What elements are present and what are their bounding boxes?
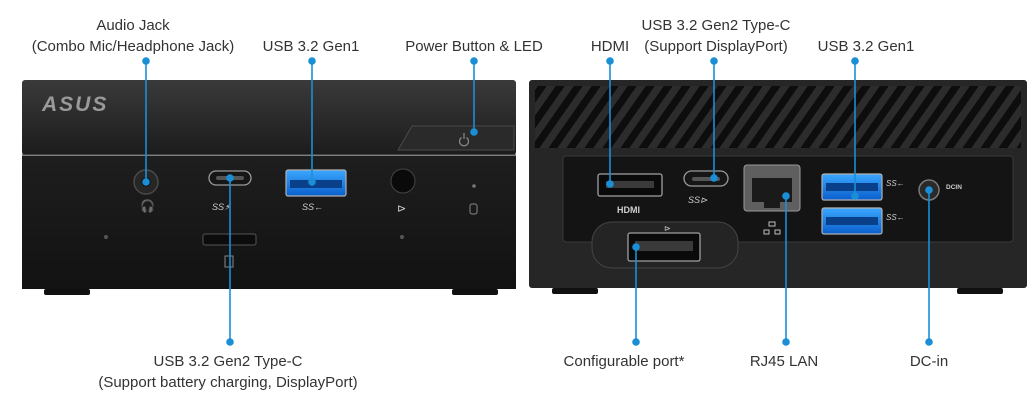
label-rear-usb-gen1: USB 3.2 Gen1 [818, 38, 915, 55]
label-power-button: Power Button & LED [405, 38, 543, 55]
dc-in-text: DCIN [946, 184, 962, 191]
label-front-typec-line1: USB 3.2 Gen2 Type-C [154, 353, 303, 370]
leader-configurable-port [632, 243, 640, 346]
label-rear-typec-line1: USB 3.2 Gen2 Type-C [642, 17, 791, 34]
label-audio-jack-line2: (Combo Mic/Headphone Jack) [32, 38, 235, 55]
mic-hole-right [400, 235, 404, 239]
card-slot-icon [224, 255, 234, 268]
front-device: ASUS 🎧 SS⚡︎ SS← ⊳ [22, 80, 516, 295]
front-round-button[interactable] [390, 168, 416, 194]
leader-rear-usb-gen1 [851, 57, 859, 200]
rear-usb-bottom-ss-glyph: SS← [886, 213, 905, 222]
svg-text:ASUS: ASUS [41, 93, 108, 116]
power-icon [458, 133, 470, 147]
callout-labels: Audio Jack (Combo Mic/Headphone Jack) US… [32, 17, 948, 391]
front-body [22, 156, 516, 289]
leader-front-usb-gen1 [308, 57, 316, 186]
mic-hole-left [104, 235, 108, 239]
label-audio-jack-line1: Audio Jack [96, 17, 170, 34]
label-configurable-port: Configurable port* [564, 353, 685, 370]
front-foot-left [44, 289, 90, 295]
audio-jack-glyph: 🎧 [140, 199, 155, 213]
displayport-glyph: ⊳ [664, 224, 671, 233]
power-button[interactable] [397, 125, 515, 151]
label-rear-typec-line2: (Support DisplayPort) [644, 38, 787, 55]
lan-network-icon [763, 221, 781, 235]
label-rj45: RJ45 LAN [750, 353, 818, 370]
label-hdmi: HDMI [591, 38, 629, 55]
rear-foot-left [552, 288, 598, 294]
leader-hdmi [606, 57, 614, 188]
leader-dc-in [925, 186, 933, 346]
leader-rj45 [782, 192, 790, 346]
front-round-glyph: ⊳ [397, 203, 406, 215]
leader-audio-jack [142, 57, 150, 186]
leader-front-typec [226, 174, 234, 346]
label-dc-in: DC-in [910, 353, 948, 370]
drive-led-icon [469, 203, 478, 215]
label-front-typec-line2: (Support battery charging, DisplayPort) [98, 374, 357, 391]
rear-typec-ss-glyph: SS⊳ [688, 195, 708, 205]
front-usb-ss-glyph: SS← [302, 202, 323, 212]
led-indicator [472, 184, 476, 188]
front-foot-right [452, 289, 498, 295]
rear-usb-top-ss-glyph: SS← [886, 179, 905, 188]
rear-foot-right [957, 288, 1003, 294]
front-typec-ss-glyph: SS⚡︎ [212, 202, 232, 212]
rear-vent-grille [535, 86, 1021, 148]
callout-leaders [142, 57, 933, 346]
label-front-usb-gen1: USB 3.2 Gen1 [263, 38, 360, 55]
leader-power-button [470, 57, 478, 136]
leader-rear-typec [710, 57, 718, 182]
asus-logo: ASUS [41, 93, 108, 116]
hdmi-port-text: HDMI [617, 205, 640, 215]
rear-device: HDMI SS⊳ SS← SS← DCIN ⊳ [529, 80, 1027, 294]
